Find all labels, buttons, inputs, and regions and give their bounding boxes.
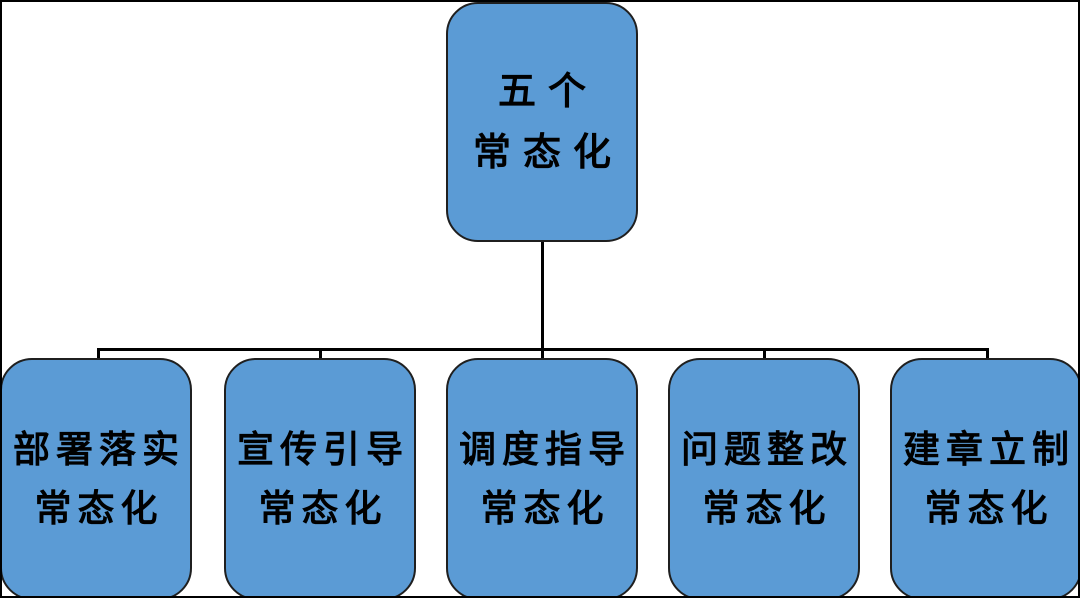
- connector-child-1: [97, 348, 100, 360]
- connector-child-5: [986, 348, 989, 360]
- child-node-dispatch: 调度指导 常态化: [446, 358, 638, 596]
- child-node-label: 调度指导: [459, 426, 631, 471]
- root-node-line-2: 常态化: [472, 129, 623, 174]
- connector-child-3: [541, 348, 544, 360]
- root-node: 五个 常态化: [446, 2, 638, 242]
- child-node-label: 宣传引导: [237, 426, 409, 471]
- connector-child-2: [319, 348, 322, 360]
- child-node-label: 问题整改: [681, 426, 853, 471]
- child-node-deployment: 部署落实 常态化: [2, 358, 192, 596]
- child-node-sublabel: 常态化: [34, 486, 164, 530]
- child-node-sublabel: 常态化: [702, 486, 832, 530]
- child-node-label: 建章立制: [903, 426, 1075, 471]
- child-node-rectification: 问题整改 常态化: [668, 358, 860, 596]
- child-node-sublabel: 常态化: [258, 486, 388, 530]
- child-node-sublabel: 常态化: [480, 486, 610, 530]
- child-node-regulation: 建章立制 常态化: [890, 358, 1078, 596]
- connector-root-down: [541, 240, 544, 350]
- connector-child-4: [763, 348, 766, 360]
- child-node-publicity: 宣传引导 常态化: [224, 358, 416, 596]
- root-node-line-1: 五个: [497, 68, 598, 114]
- child-node-label: 部署落实: [13, 426, 185, 471]
- child-node-sublabel: 常态化: [924, 486, 1054, 530]
